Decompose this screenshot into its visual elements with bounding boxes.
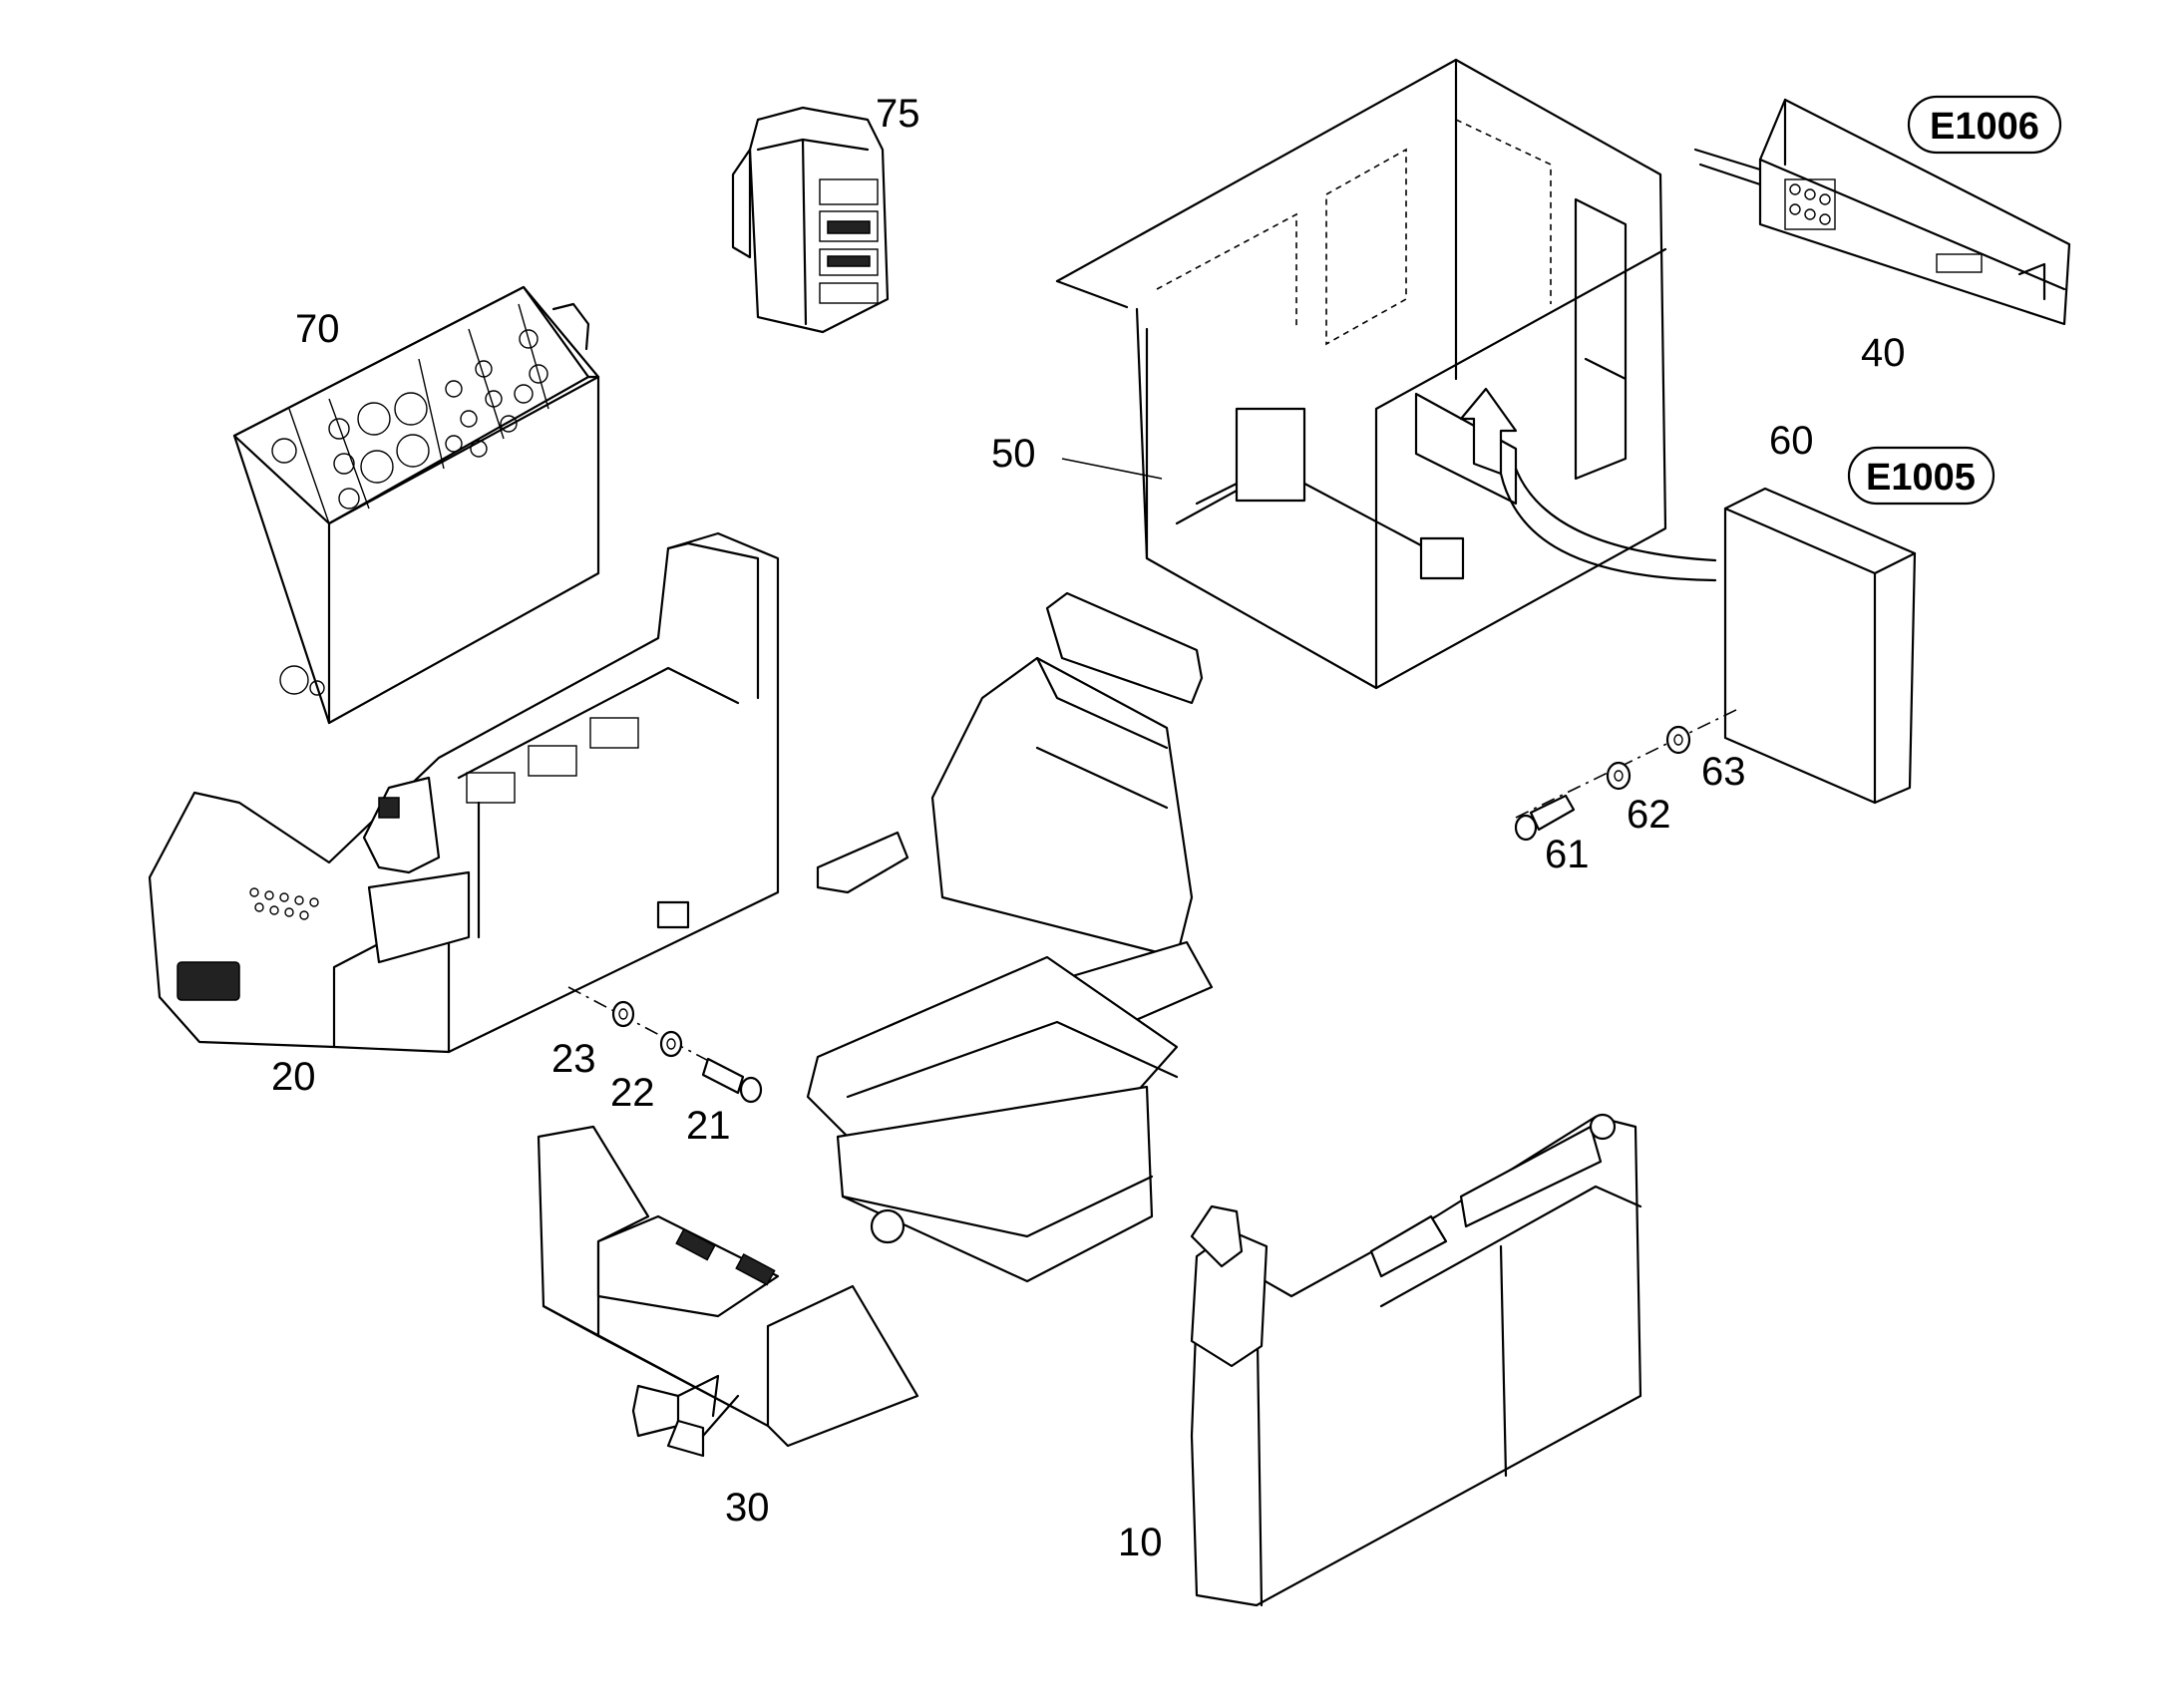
part-70-instrument-console xyxy=(232,285,600,725)
part-label-70: 70 xyxy=(295,307,340,351)
part-20-left-console xyxy=(148,531,780,1054)
part-40-electrical-box xyxy=(1693,98,2071,326)
part-60-flat-box xyxy=(1723,487,1917,805)
part-label-10: 10 xyxy=(1118,1521,1163,1564)
part-label-75: 75 xyxy=(876,92,920,136)
part-label-61: 61 xyxy=(1545,833,1590,876)
part-50-cab-frame xyxy=(1055,58,1717,690)
part-label-20: 20 xyxy=(271,1055,316,1099)
fasteners-left xyxy=(567,986,763,1104)
part-label-40: 40 xyxy=(1861,331,1906,375)
part-label-21: 21 xyxy=(686,1104,731,1148)
part-label-62: 62 xyxy=(1627,793,1671,837)
ref-e1006-text: E1006 xyxy=(1930,106,2039,148)
part-10-right-console xyxy=(1190,1113,1642,1607)
ref-e1005-text: E1005 xyxy=(1866,457,1976,499)
part-label-30: 30 xyxy=(725,1486,770,1530)
part-label-63: 63 xyxy=(1701,750,1746,794)
part-label-60: 60 xyxy=(1769,419,1814,463)
part-label-22: 22 xyxy=(610,1071,655,1115)
part-label-23: 23 xyxy=(551,1037,596,1081)
part-75-control-box xyxy=(731,106,890,334)
part-operator-seat xyxy=(806,591,1214,1283)
ref-bubble-e1006: E1006 xyxy=(1907,95,2062,155)
part-label-50: 50 xyxy=(991,432,1036,476)
fasteners-right xyxy=(1514,707,1741,842)
part-30-pedal-frame xyxy=(537,1125,919,1458)
ref-bubble-e1005: E1005 xyxy=(1847,446,1996,506)
leader-50 xyxy=(1061,458,1163,480)
